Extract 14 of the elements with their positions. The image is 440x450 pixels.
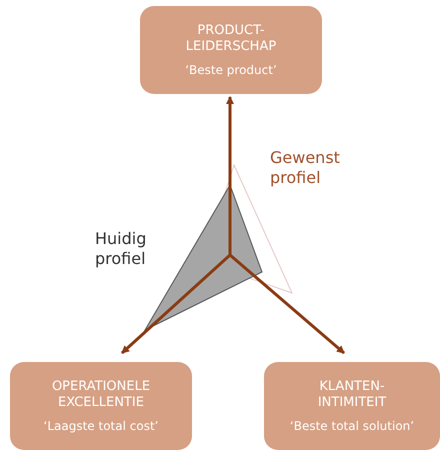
strategy-box <box>264 362 440 450</box>
box-heading: KLANTEN-INTIMITEIT <box>316 379 388 411</box>
box-heading: PRODUCT-LEIDERSCHAP <box>184 23 278 55</box>
strategy-box <box>140 6 322 94</box>
axis-arrow <box>121 254 231 354</box>
box-subtitle: ‘Laagste total cost’ <box>44 419 158 433</box>
strategy-box <box>10 362 192 450</box>
profile-label: Huidig profiel <box>95 229 148 269</box>
box-subtitle: ‘Beste total solution’ <box>290 419 414 433</box>
axis-arrow <box>226 96 234 255</box>
axis-arrow <box>229 254 345 354</box>
box-heading: OPERATIONELE EXCELLENTIE <box>50 379 152 411</box>
box-subtitle: ‘Beste product’ <box>185 63 277 77</box>
profile-label: Gewenst profiel <box>270 148 341 188</box>
